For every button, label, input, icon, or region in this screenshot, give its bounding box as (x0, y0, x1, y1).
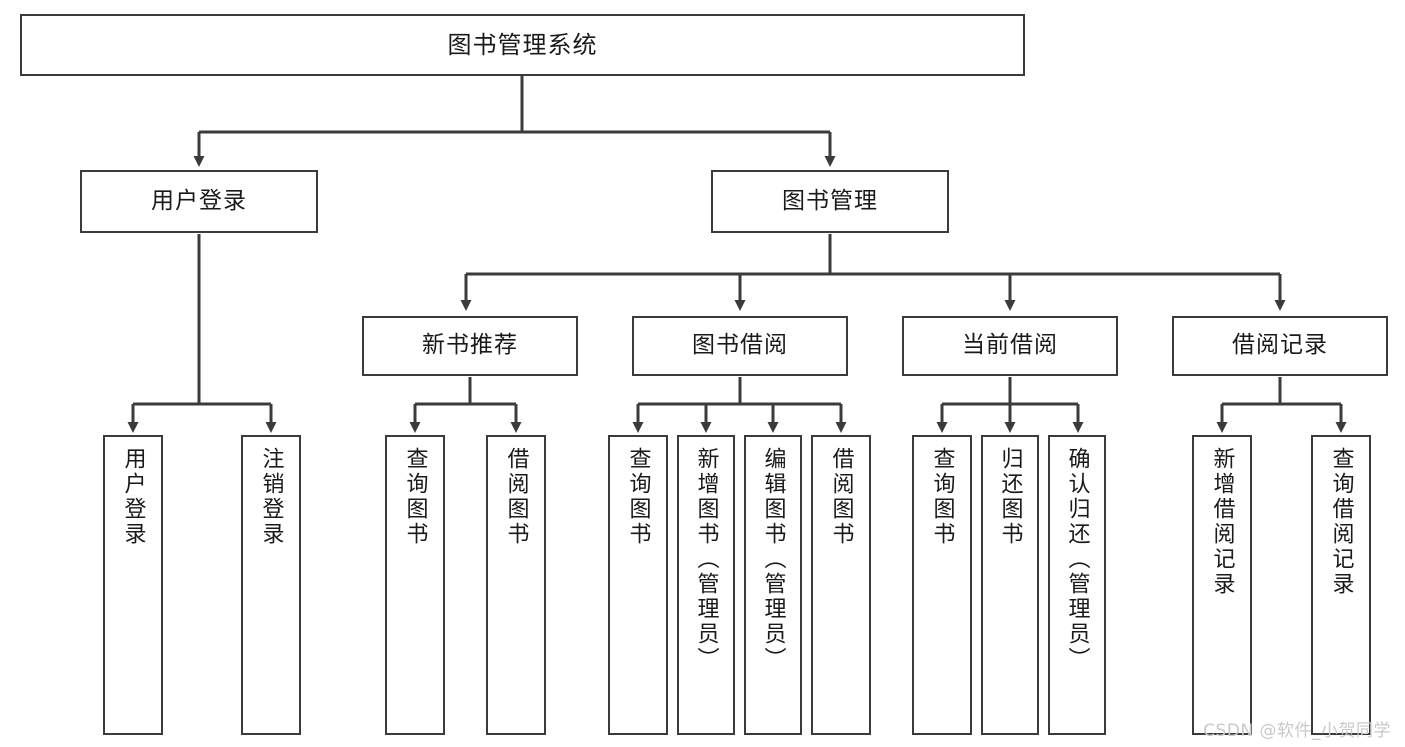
node-new-book-recommend[interactable]: 新书推荐 (362, 316, 578, 376)
leaf-label: 编辑图书（管理员） (760, 447, 786, 672)
leaf-edit-book[interactable]: 编辑图书（管理员） (744, 435, 802, 735)
leaf-return-book[interactable]: 归还图书 (981, 435, 1039, 735)
leaf-label: 归还图书 (997, 447, 1023, 547)
leaf-user-login[interactable]: 用户登录 (103, 435, 163, 735)
node-label: 图书借阅 (692, 332, 788, 359)
leaf-label: 查询借阅记录 (1328, 447, 1354, 597)
leaf-query-record[interactable]: 查询借阅记录 (1311, 435, 1371, 735)
node-label: 新书推荐 (422, 332, 518, 359)
node-label: 用户登录 (151, 187, 247, 214)
leaf-label: 注销登录 (258, 447, 284, 547)
leaf-label: 查询图书 (929, 447, 955, 547)
leaf-label: 新增图书（管理员） (693, 447, 719, 672)
leaf-label: 查询图书 (402, 447, 428, 547)
leaf-label: 新增借阅记录 (1209, 447, 1235, 597)
leaf-label: 确认归还（管理员） (1064, 447, 1090, 672)
node-root-book-management-system[interactable]: 图书管理系统 (20, 14, 1025, 76)
leaf-borrow-book-2[interactable]: 借阅图书 (811, 435, 871, 735)
leaf-add-record[interactable]: 新增借阅记录 (1192, 435, 1252, 735)
node-label: 当前借阅 (962, 332, 1058, 359)
node-book-borrow[interactable]: 图书借阅 (632, 316, 848, 376)
leaf-query-book-2[interactable]: 查询图书 (608, 435, 668, 735)
node-label: 图书管理系统 (447, 30, 598, 59)
leaf-label: 查询图书 (625, 447, 651, 547)
node-current-borrow[interactable]: 当前借阅 (902, 316, 1118, 376)
node-book-manage[interactable]: 图书管理 (711, 170, 949, 233)
leaf-label: 用户登录 (120, 447, 146, 547)
node-user-login[interactable]: 用户登录 (80, 170, 318, 233)
leaf-label: 借阅图书 (828, 447, 854, 547)
leaf-logout-login[interactable]: 注销登录 (241, 435, 301, 735)
node-label: 图书管理 (782, 187, 878, 214)
leaf-confirm-return[interactable]: 确认归还（管理员） (1048, 435, 1106, 735)
csdn-watermark: CSDN @软件_小贺同学 (1203, 721, 1391, 741)
leaf-add-book[interactable]: 新增图书（管理员） (677, 435, 735, 735)
leaf-query-book-3[interactable]: 查询图书 (912, 435, 972, 735)
leaf-borrow-book-1[interactable]: 借阅图书 (486, 435, 546, 735)
leaf-label: 借阅图书 (503, 447, 529, 547)
node-borrow-record[interactable]: 借阅记录 (1172, 316, 1388, 376)
node-label: 借阅记录 (1232, 332, 1328, 359)
leaf-query-book-1[interactable]: 查询图书 (385, 435, 445, 735)
